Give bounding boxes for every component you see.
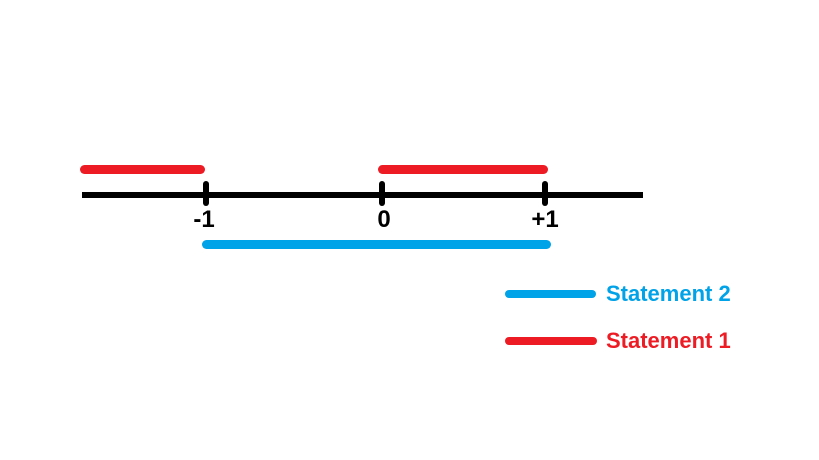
statement1-interval-zero-to-plus1 bbox=[378, 165, 548, 174]
legend-label-statement1: Statement 1 bbox=[606, 328, 731, 353]
tick-plus1 bbox=[542, 181, 548, 206]
tick-label-minus1: -1 bbox=[193, 206, 215, 233]
statement1-interval-left-of-minus1 bbox=[80, 165, 205, 174]
statement2-interval-minus1-to-plus1 bbox=[202, 240, 551, 249]
tick-label-plus1: +1 bbox=[531, 206, 559, 233]
legend-label-statement2: Statement 2 bbox=[606, 281, 731, 306]
tick-minus1 bbox=[203, 181, 209, 206]
legend-line-statement1 bbox=[505, 337, 597, 345]
tick-label-zero: 0 bbox=[377, 206, 391, 233]
legend-line-statement2 bbox=[505, 290, 596, 298]
tick-zero bbox=[379, 181, 385, 206]
number-line-axis bbox=[82, 192, 643, 198]
